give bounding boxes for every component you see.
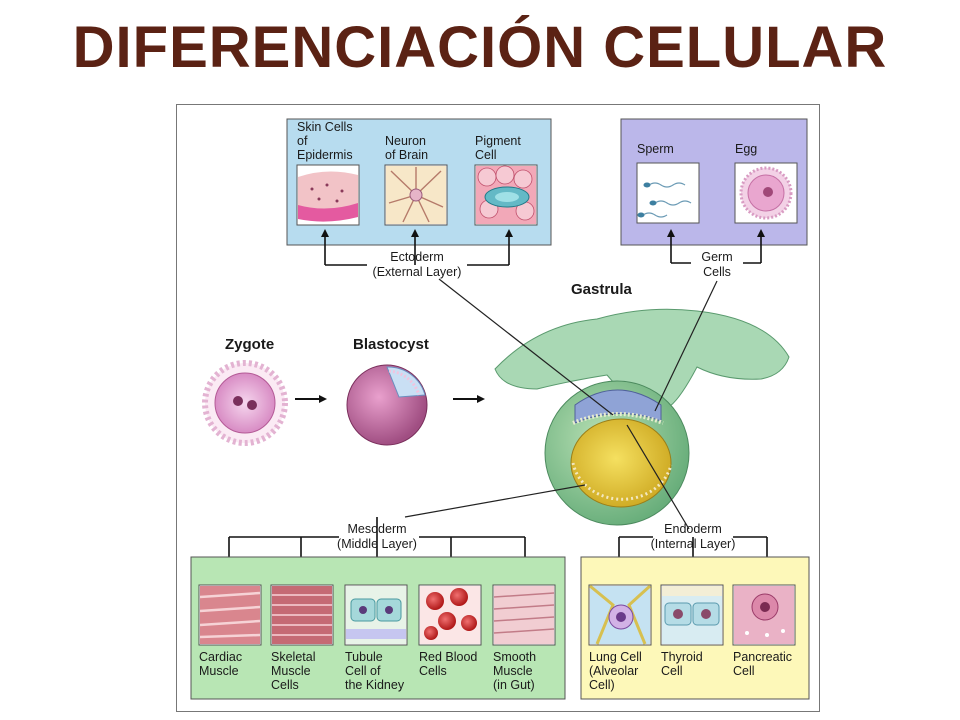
- kidney-tubule-label: Tubule Cell of the Kidney: [345, 650, 405, 692]
- neuron-label: Neuron of Brain: [385, 134, 428, 162]
- label-line: Cell: [661, 664, 683, 678]
- egg-label: Egg: [735, 142, 757, 156]
- germ-label-line-1: Germ: [701, 250, 732, 264]
- smooth-muscle-label: Smooth Muscle (in Gut): [493, 650, 536, 692]
- label-line: Smooth: [493, 650, 536, 664]
- label-line: Cell: [733, 664, 755, 678]
- egg-image: [734, 162, 798, 224]
- label-line: Muscle: [271, 664, 311, 678]
- ectoderm-label: Ectoderm: [390, 250, 444, 264]
- gastrula-label: Gastrula: [571, 281, 633, 298]
- label-line: Skin Cells: [297, 120, 353, 134]
- germ-cell-panel: Sperm Egg Germ Cells: [620, 118, 808, 279]
- cell-differentiation-diagram: Skin Cells of Epidermis Neuron of Brain …: [176, 104, 820, 712]
- label-line: Skeletal: [271, 650, 315, 664]
- label-line: (in Gut): [493, 678, 535, 692]
- kidney-tubule-image: [344, 584, 408, 646]
- label-line: Muscle: [493, 664, 533, 678]
- sperm-image: [636, 162, 700, 224]
- neuron-image: [384, 164, 448, 226]
- lung-cell-label: Lung Cell (Alveolar Cell): [589, 650, 642, 692]
- skeletal-muscle-label: Skeletal Muscle Cells: [271, 650, 315, 692]
- label-line: of Brain: [385, 148, 428, 162]
- label-line: Cells: [271, 678, 299, 692]
- label-line: Muscle: [199, 664, 239, 678]
- pancreatic-cell-image: [732, 584, 796, 646]
- cardiac-muscle-image: [198, 584, 262, 646]
- label-line: Cell: [475, 148, 497, 162]
- label-line: Pancreatic: [733, 650, 792, 664]
- label-line: Epidermis: [297, 148, 353, 162]
- label-line: Neuron: [385, 134, 426, 148]
- mesoderm-label: Mesoderm: [347, 522, 406, 536]
- label-line: the Kidney: [345, 678, 405, 692]
- mesoderm-panel: Mesoderm (Middle Layer): [190, 517, 566, 700]
- germ-label-line-2: Cells: [703, 265, 731, 279]
- label-line: Cells: [419, 664, 447, 678]
- label-line: Tubule: [345, 650, 383, 664]
- zygote-label: Zygote: [225, 336, 274, 353]
- lung-cell-image: [588, 584, 652, 646]
- skeletal-muscle-image: [270, 584, 334, 646]
- thyroid-cell-label: Thyroid Cell: [661, 650, 703, 678]
- blastocyst-label: Blastocyst: [353, 336, 429, 353]
- skin-cell-label: Skin Cells of Epidermis: [297, 120, 353, 162]
- pigment-cell-image: [474, 164, 538, 226]
- zygote-image: [202, 360, 288, 446]
- label-line: Cell): [589, 678, 615, 692]
- endoderm-label: Endoderm: [664, 522, 722, 536]
- blastocyst-image: [346, 364, 428, 446]
- skin-cell-image: [296, 164, 360, 226]
- red-blood-cells-label: Red Blood Cells: [419, 650, 477, 678]
- sperm-label: Sperm: [637, 142, 674, 156]
- label-line: Red Blood: [419, 650, 477, 664]
- label-line: Pigment: [475, 134, 521, 148]
- cardiac-muscle-label: Cardiac Muscle: [199, 650, 242, 678]
- label-line: (Alveolar: [589, 664, 638, 678]
- pancreatic-cell-label: Pancreatic Cell: [733, 650, 792, 678]
- ectoderm-sublabel: (External Layer): [373, 265, 462, 279]
- mesoderm-sublabel: (Middle Layer): [337, 537, 417, 551]
- red-blood-cells-image: [418, 584, 482, 646]
- label-line: Cardiac: [199, 650, 242, 664]
- smooth-muscle-image: [492, 584, 556, 646]
- label-line: Cell of: [345, 664, 381, 678]
- label-line: of: [297, 134, 308, 148]
- pigment-cell-label: Pigment Cell: [475, 134, 521, 162]
- label-line: Lung Cell: [589, 650, 642, 664]
- endoderm-sublabel: (Internal Layer): [651, 537, 736, 551]
- label-line: Thyroid: [661, 650, 703, 664]
- page-title: DIFERENCIACIÓN CELULAR: [72, 15, 888, 80]
- ectoderm-panel: Skin Cells of Epidermis Neuron of Brain …: [286, 118, 552, 279]
- thyroid-cell-image: [660, 584, 724, 646]
- endoderm-panel: Endoderm (Internal Layer) Lu: [580, 522, 810, 700]
- gastrula-image: [494, 308, 790, 526]
